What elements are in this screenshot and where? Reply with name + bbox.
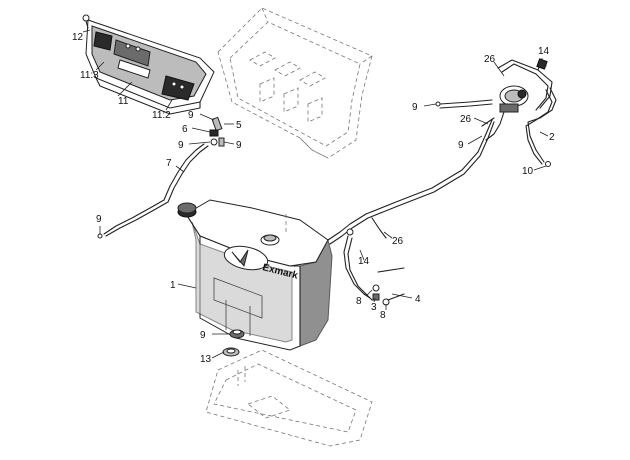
callout-11: 11 [118,96,129,107]
callout-9c: 9 [236,140,242,151]
callout-11-2: 11:2 [152,110,171,121]
fuel-tank: Exmark [177,199,333,351]
callout-8b: 8 [380,310,386,321]
callout-8a: 8 [356,296,362,307]
fuel-fitting-assembly [163,116,225,203]
callout-5: 5 [236,120,242,131]
fuel-line-left [97,199,169,239]
fuel-line-right [327,119,495,301]
callout-9b: 9 [178,140,184,151]
callout-9a: 9 [188,110,194,121]
fitting-icon [372,267,405,306]
callout-26a: 26 [484,54,496,65]
callout-9f: 9 [458,140,464,151]
callout-26b: 26 [460,114,472,125]
panel-switch-block-icon [161,75,195,101]
washer-icon [222,347,240,357]
grommet-icon [229,329,245,339]
panel-switch-block-icon [93,31,113,51]
fuel-filter-assembly [435,58,557,167]
callout-1: 1 [170,280,176,291]
callout-2: 2 [549,132,555,143]
callout-14b: 14 [358,256,370,267]
callout-4: 4 [415,294,421,305]
callout-11-3: 11:3 [80,70,99,81]
screw-icon [82,14,90,29]
callout-9d: 9 [96,214,102,225]
callout-26c: 26 [392,236,404,247]
callout-9e: 9 [412,102,418,113]
callout-13: 13 [200,354,212,365]
callout-10: 9 [200,330,206,341]
callout-14a: 14 [538,46,550,57]
callout-labels: 12 11:3 11 11:2 9 5 6 9 9 7 9 1 9 13 14 … [72,32,555,365]
mounting-plate-outline [205,349,373,447]
leader-lines [82,29,549,359]
seat-frame-outline [217,7,373,159]
control-panel [85,19,215,115]
callout-6: 6 [182,124,188,135]
callout-9g: 10 [522,166,534,177]
callout-3: 3 [371,302,377,313]
callout-12: 12 [72,32,84,43]
callout-7: 7 [166,158,172,169]
